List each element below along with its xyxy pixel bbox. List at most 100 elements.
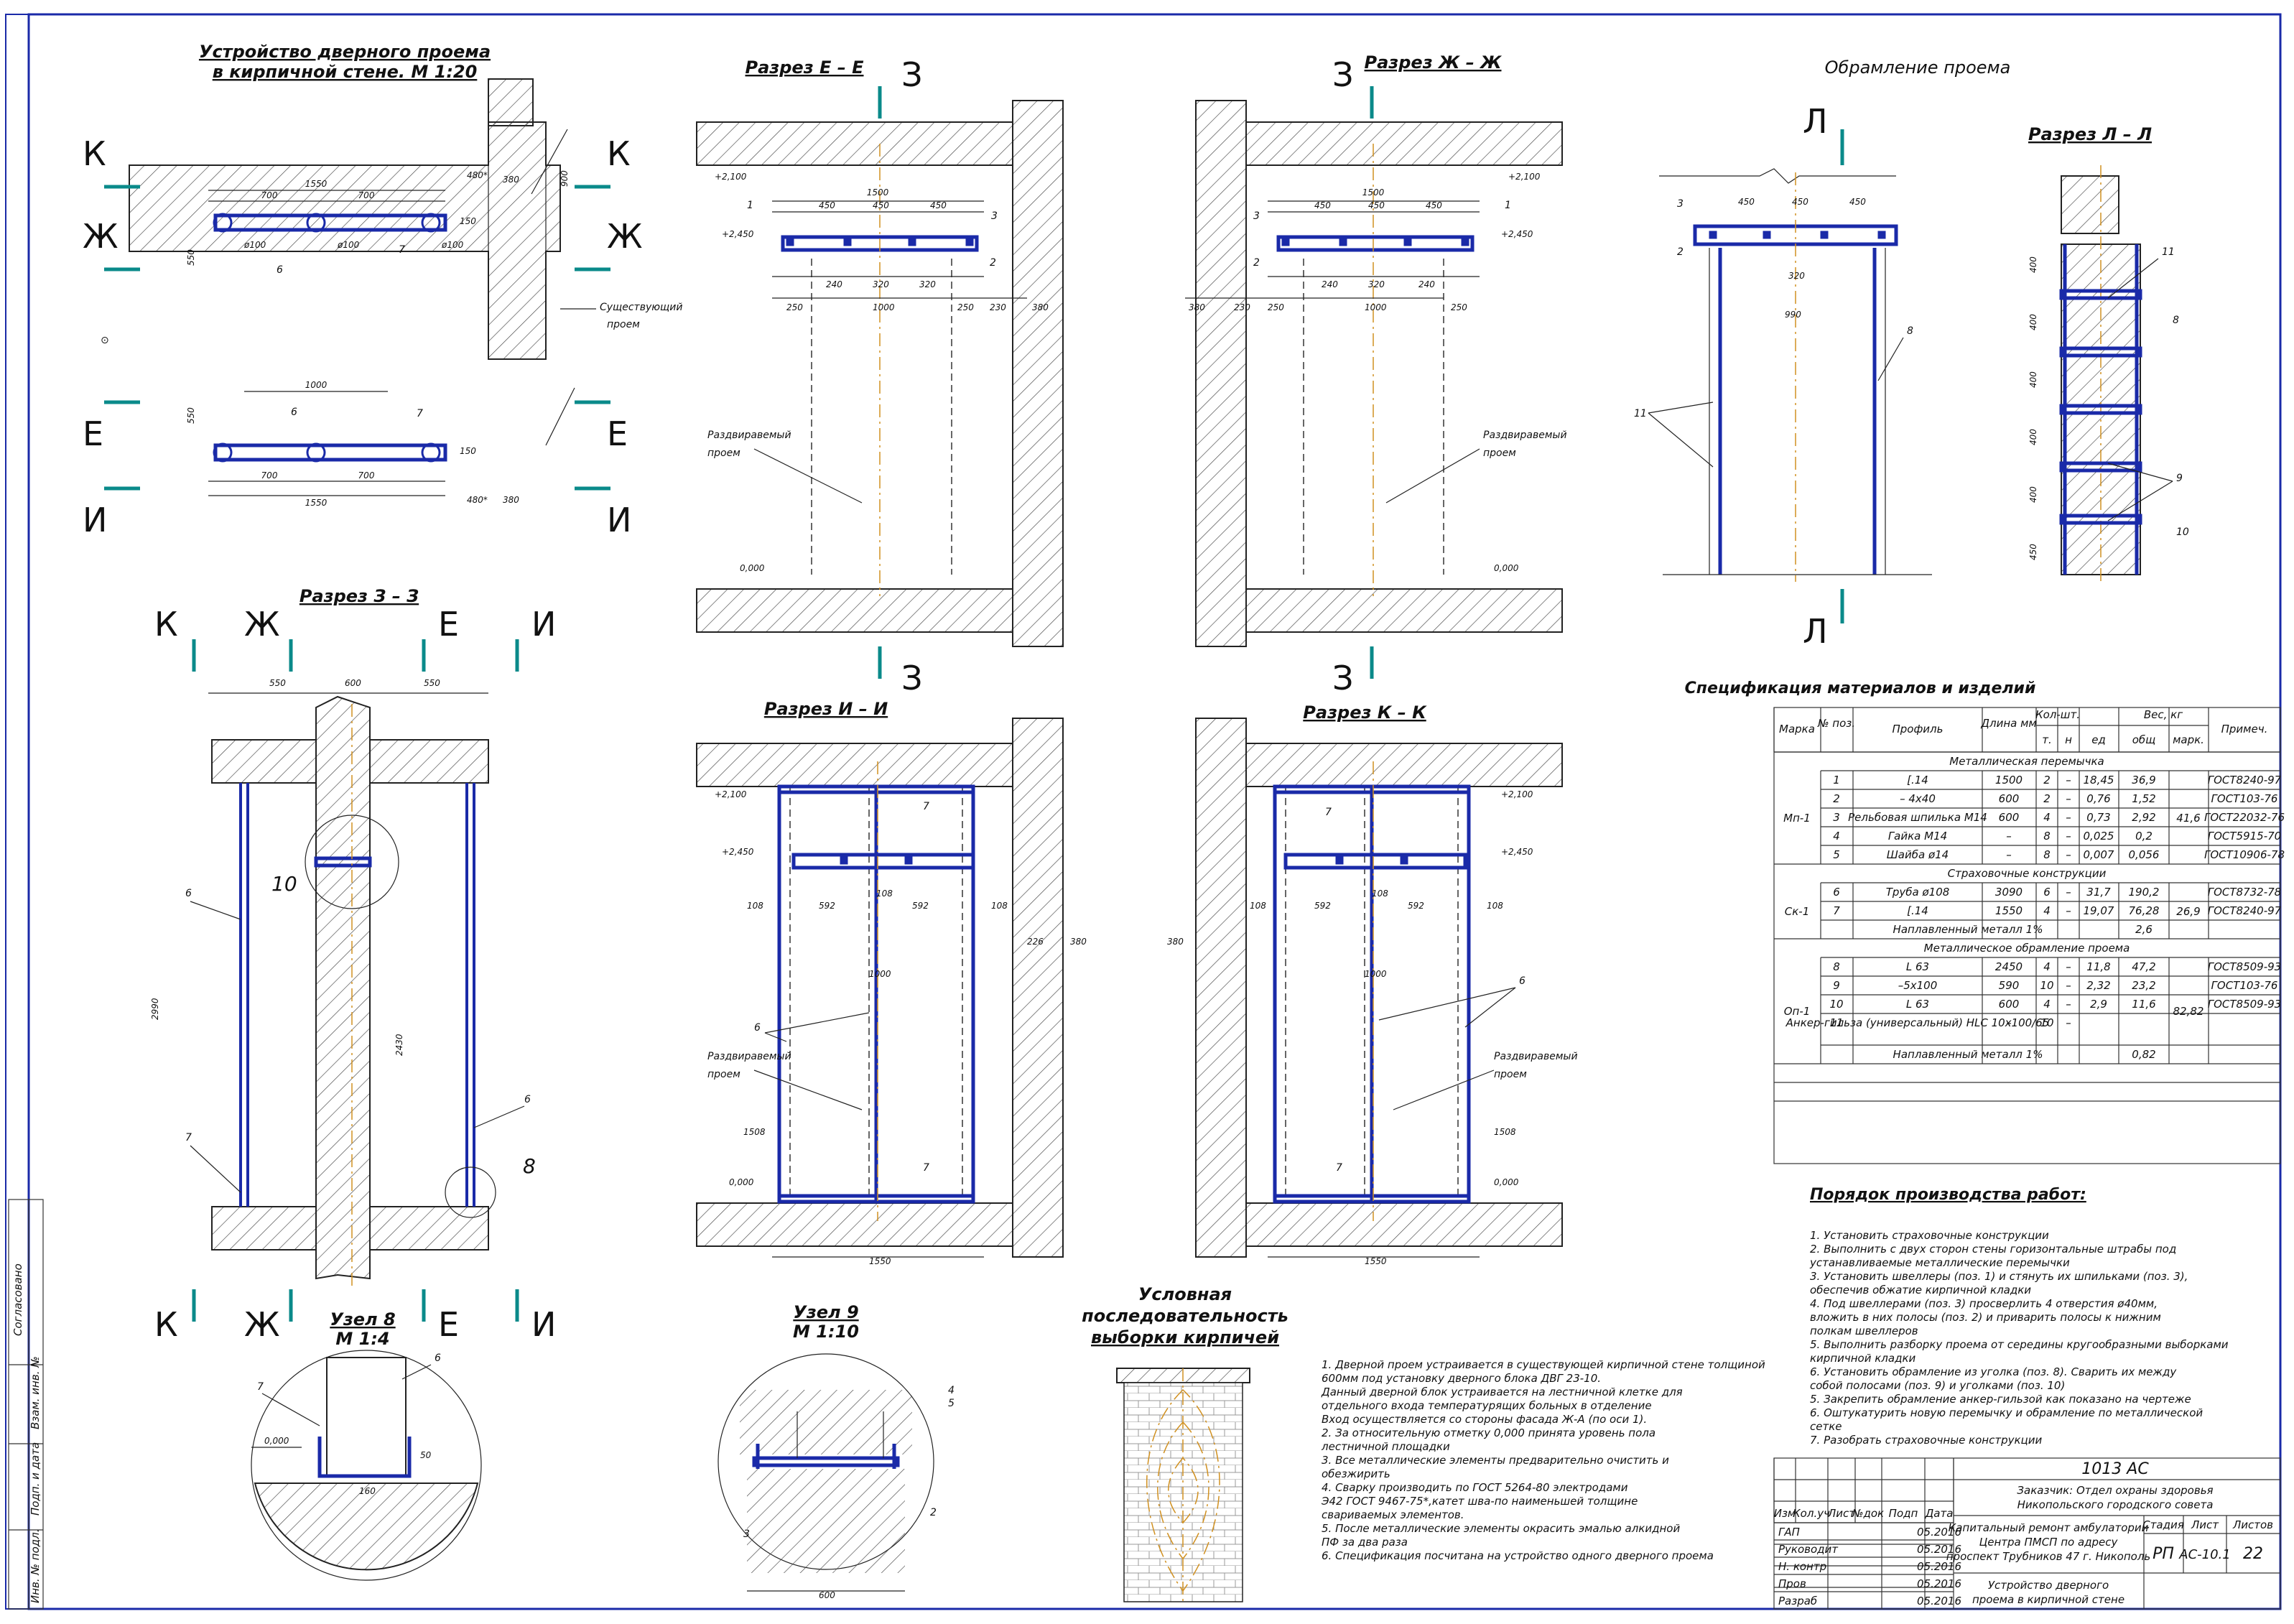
general-notes: 1. Дверной проем устраивается в существу… (1321, 1358, 1765, 1562)
spec-group-title: Металлическое обрамление проема (1924, 942, 2130, 955)
dim-550-b: 550 (186, 407, 196, 424)
spec-cell: 2,9 (2090, 998, 2107, 1011)
spec-mark: Мп-1 (1783, 812, 1811, 825)
order-line: 4. Под швеллерами (поз. 3) просверлить 4… (1810, 1297, 2158, 1310)
s33-pos-6-a: 6 (185, 888, 192, 899)
framing-title: Обрамление проема (1825, 57, 2011, 78)
ee-lvl-2450: +2,450 (722, 229, 754, 239)
stamp-sheet: АС-10.1 (2178, 1547, 2230, 1562)
dim-380-bot: 380 (503, 495, 519, 505)
spec-weld-val: 0,82 (2132, 1048, 2155, 1061)
spec-cell: ГОСТ8509-93 (2208, 960, 2281, 973)
axis-symbol: ⊙ (101, 335, 109, 346)
zh-dim-230: 230 (1234, 302, 1250, 312)
spec-cell: – (2066, 848, 2071, 861)
spec-cell: 0,025 (2084, 830, 2114, 843)
ii-pos-6: 6 (754, 1022, 761, 1034)
stamp-role: Руководит (1778, 1543, 1839, 1556)
spec-cell: Труба ø108 (1886, 886, 1950, 899)
fr-pos-11: 11 (1634, 408, 1647, 419)
stamp-role: Разраб (1778, 1595, 1817, 1607)
spec-cell: Гайка М14 (1888, 830, 1947, 843)
order-line: 6. Установить обрамление из уголка (поз.… (1810, 1365, 2177, 1378)
spec-cell: – (2066, 792, 2071, 805)
stamp-code: 1013 АС (2081, 1460, 2149, 1478)
spec-cell: ГОСТ8240-97 (2208, 904, 2282, 917)
stamp-project-2: Центра ПМСП по адресу (1979, 1536, 2119, 1549)
stamp-role: Пров (1778, 1577, 1806, 1590)
stamp-date: 05.2016 (1917, 1577, 1961, 1590)
spec-h-profile: Профиль (1893, 723, 1944, 736)
cut-K-right: К (607, 134, 631, 173)
s33-node-10: 10 (271, 872, 297, 896)
stamp-role: Н. контр (1778, 1560, 1826, 1573)
n8-dim-50: 50 (420, 1450, 432, 1460)
spec-cell: 10 (1829, 998, 1843, 1011)
n9-pos-4: 4 (948, 1385, 955, 1396)
zh-dim-1000: 1000 (1365, 302, 1387, 312)
spec-cell: 5 (1833, 848, 1840, 861)
spec-cell: ГОСТ8509-93 (2208, 998, 2281, 1011)
spec-cell: 4 (2043, 904, 2051, 917)
zh-pos-1: 1 (1505, 200, 1511, 211)
cut-3-top-zh: З (1332, 55, 1354, 94)
ee-dim-230: 230 (990, 302, 1006, 312)
spec-h-length: Длина мм (1980, 717, 2036, 730)
spec-h-total: общ (2132, 733, 2156, 746)
spec-cell: ГОСТ5915-70 (2208, 830, 2281, 843)
ee-widened: Раздвиравемый (707, 430, 791, 441)
stamp-col: Дата (1925, 1507, 1954, 1520)
spec-cell: 11,6 (2132, 998, 2155, 1011)
spec-cell: 1550 (1995, 904, 2023, 917)
note-line: 1. Дверной проем устраивается в существу… (1322, 1358, 1765, 1371)
plan-view: Устройство дверного проема в кирпичной с… (83, 42, 682, 539)
plan-title-scale: в кирпичной стене. М 1:20 (213, 62, 478, 82)
kk-dim-592-a: 592 (1314, 901, 1331, 911)
section-ll-title: Разрез Л – Л (2028, 124, 2152, 144)
plan-pos-7-bot: 7 (417, 408, 423, 419)
spec-cell: Анкер-гильза (универсальный) HLC 10х100/… (1785, 1016, 2050, 1029)
spec-cell: 3090 (1995, 886, 2023, 899)
plan-pos-7-top: 7 (399, 244, 405, 256)
zh-dim-1500: 1500 (1362, 187, 1385, 198)
s33-Zh-top: Ж (244, 605, 280, 644)
cut-E-left: Е (83, 414, 103, 453)
spec-cell: – (2006, 848, 2012, 861)
ii-widened: Раздвиравемый (707, 1051, 791, 1062)
ll-dim-400-a: 400 (2028, 256, 2038, 273)
dim-700-d: 700 (358, 470, 375, 481)
spec-cell: 590 (1999, 979, 2020, 992)
spec-cell: 4 (2043, 960, 2051, 973)
spec-h-mark2: марк. (2173, 733, 2204, 746)
ii-dim-108-b: 108 (876, 888, 893, 899)
kk-dim-1000: 1000 (1365, 969, 1387, 979)
ee-dim-380: 380 (1032, 302, 1049, 312)
spec-h-unit: ед (2091, 733, 2106, 746)
spec-cell: – 4х40 (1900, 792, 1936, 805)
s33-K-top: К (154, 605, 178, 644)
spec-cell: – (2066, 774, 2071, 787)
stamp-sheet-title: Устройство дверного (1988, 1579, 2109, 1592)
spec-cell: 11 (1829, 1016, 1843, 1029)
fr-pos-8: 8 (1907, 325, 1913, 337)
cut-3-bot-zh: З (1332, 659, 1354, 697)
section-zhzh: Разрез Ж – Ж З 1500 450 450 450 240 320 … (1185, 52, 1567, 697)
ii-dim-592-b: 592 (912, 901, 929, 911)
spec-cell: 76,28 (2129, 904, 2160, 917)
sidebar-inv-zam: Взам. инв. № (29, 1356, 42, 1429)
order-line: 5. Закрепить обрамление анкер-гильзой ка… (1810, 1393, 2191, 1406)
kk-dim-592-b: 592 (1408, 901, 1424, 911)
spec-cell: L 63 (1906, 960, 1929, 973)
s33-pos-6-b: 6 (524, 1094, 531, 1105)
brick-sequence: Условная последовательность выборки кирп… (1082, 1284, 1288, 1602)
spec-cell: 8 (2043, 848, 2051, 861)
dim-700-b: 700 (358, 190, 375, 200)
dim-700-a: 700 (261, 190, 278, 200)
ll-strips (2059, 244, 2142, 575)
ee-lvl-0: 0,000 (740, 563, 765, 573)
ii-pos-7-bot: 7 (923, 1162, 929, 1174)
dim-150-b: 150 (460, 446, 476, 456)
kk-dim-108-a: 108 (1250, 901, 1266, 911)
kk-dim-1550: 1550 (1365, 1256, 1387, 1266)
